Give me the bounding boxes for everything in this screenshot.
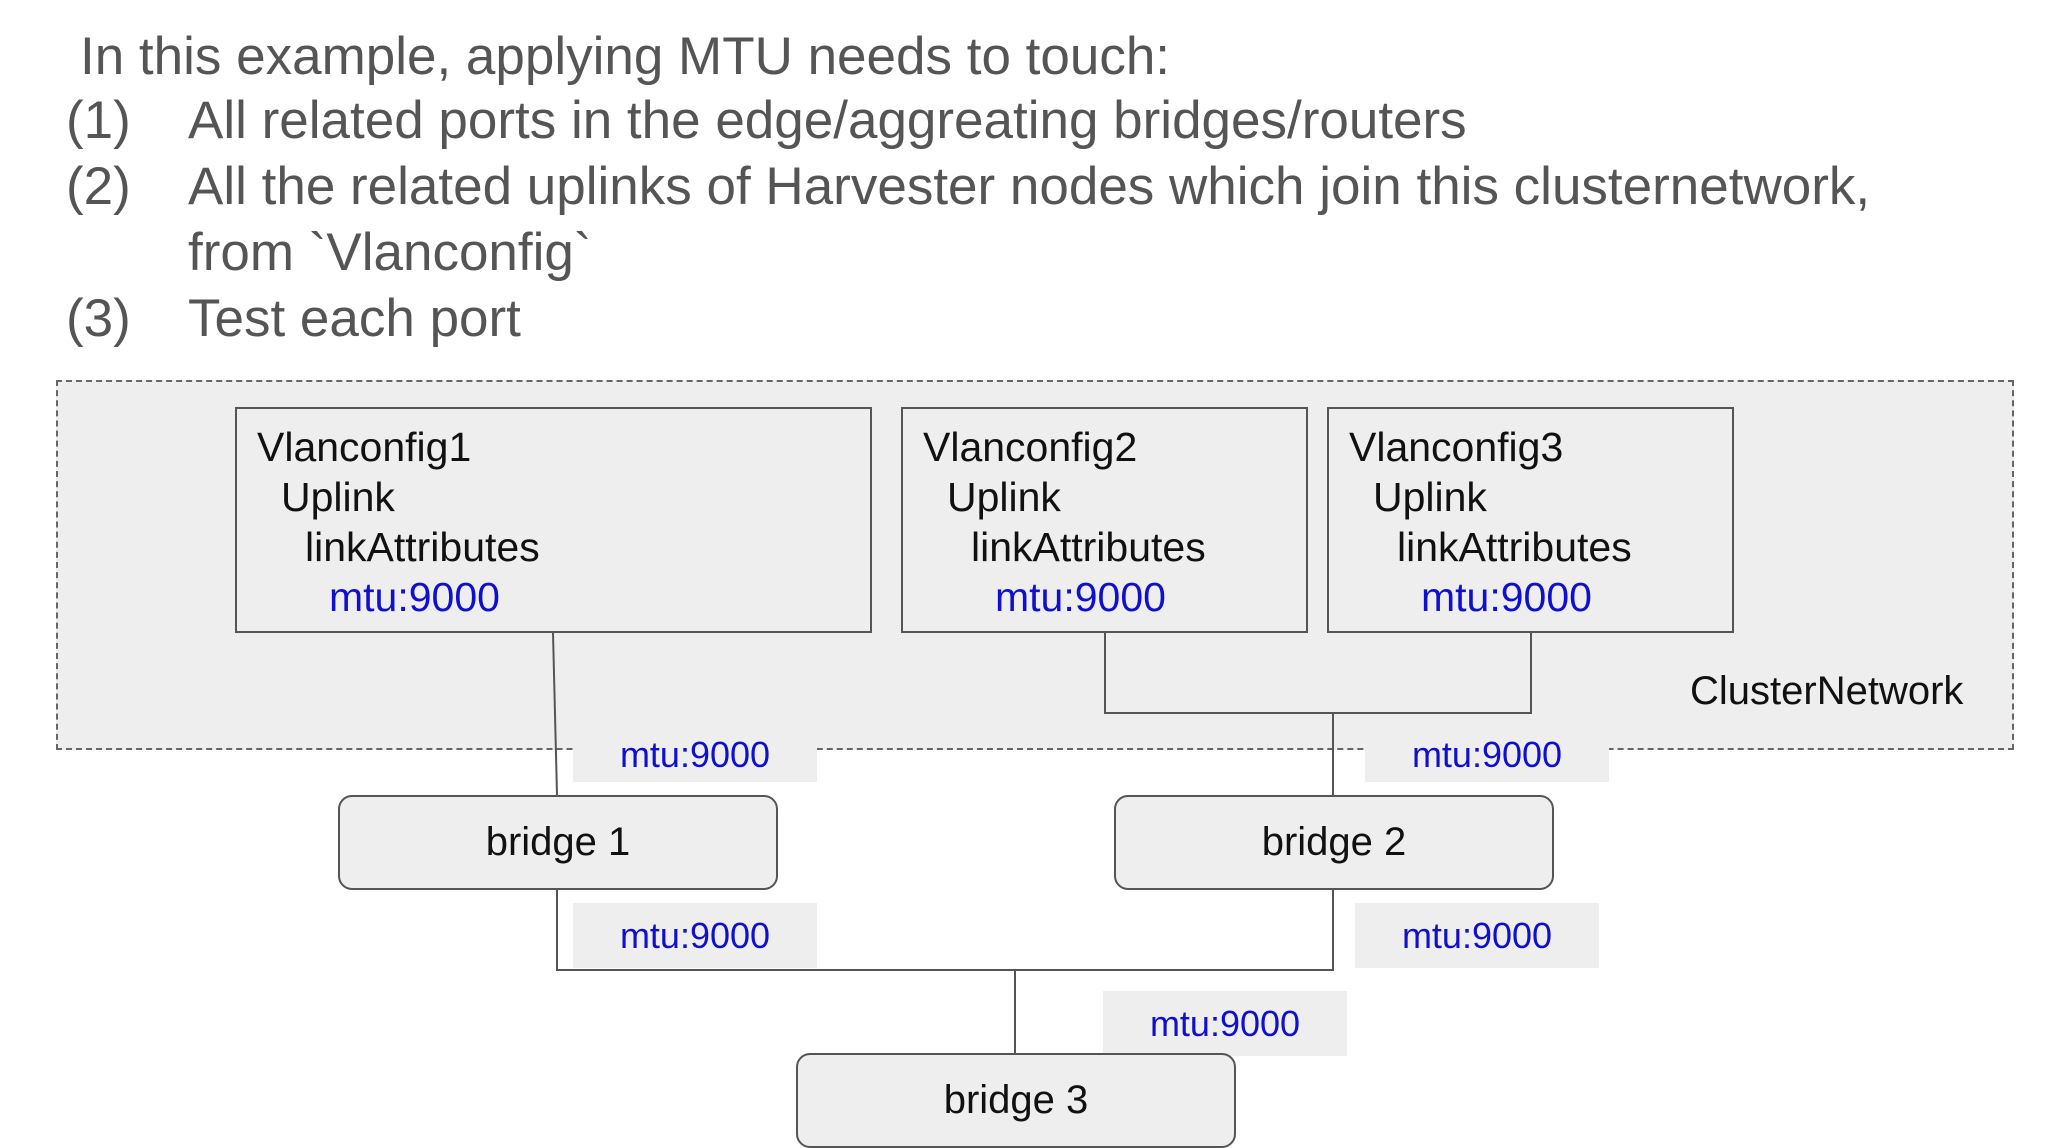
vlanconfig1-uplink: Uplink (281, 474, 395, 520)
vlanconfig1-box (235, 407, 872, 633)
vlanconfig1-mtu: mtu:9000 (329, 574, 500, 620)
link-bridges-join (556, 890, 1334, 971)
mtu-label-bridge1-uplink: mtu:9000 (573, 727, 817, 782)
bridge-3: bridge 3 (796, 1053, 1236, 1148)
vlanconfig3-mtu: mtu:9000 (1421, 574, 1592, 620)
vlanconfig3-box (1327, 407, 1734, 633)
vlanconfig3-name: Vlanconfig3 (1349, 424, 1564, 470)
item-1-number: (1) (66, 91, 131, 150)
mtu-label-bridge2-uplink: mtu:9000 (1365, 727, 1609, 782)
mtu-label-bridge2-downlink: mtu:9000 (1355, 903, 1599, 968)
vlanconfig2-name: Vlanconfig2 (923, 424, 1138, 470)
mtu-label-bridge3-uplink: mtu:9000 (1103, 991, 1347, 1056)
cluster-network-label: ClusterNetwork (1690, 669, 1964, 713)
vlanconfig1-link-attributes: linkAttributes (305, 524, 540, 570)
intro-heading: In this example, applying MTU needs to t… (80, 27, 1171, 86)
vlanconfig2-box (901, 407, 1308, 633)
link-vlanconfig1-bridge1 (552, 632, 558, 796)
vlanconfig2-link-attributes: linkAttributes (971, 524, 1206, 570)
item-3-number: (3) (66, 289, 131, 348)
bridge-1: bridge 1 (338, 795, 778, 890)
vlanconfig1-name: Vlanconfig1 (257, 424, 472, 470)
item-3-text: Test each port (188, 289, 521, 348)
vlanconfig2-mtu: mtu:9000 (995, 574, 1166, 620)
item-1-text: All related ports in the edge/aggreating… (188, 91, 1467, 150)
link-vlanconfig2-3-join (1104, 633, 1532, 714)
vlanconfig3-link-attributes: linkAttributes (1397, 524, 1632, 570)
item-2-number: (2) (66, 157, 131, 216)
bridge-2: bridge 2 (1114, 795, 1554, 890)
mtu-label-bridge1-downlink: mtu:9000 (573, 903, 817, 968)
vlanconfig2-uplink: Uplink (947, 474, 1061, 520)
item-2-text-line-2: from `Vlanconfig` (188, 223, 592, 282)
vlanconfig3-uplink: Uplink (1373, 474, 1487, 520)
item-2-text-line-1: All the related uplinks of Harvester nod… (188, 157, 1871, 216)
